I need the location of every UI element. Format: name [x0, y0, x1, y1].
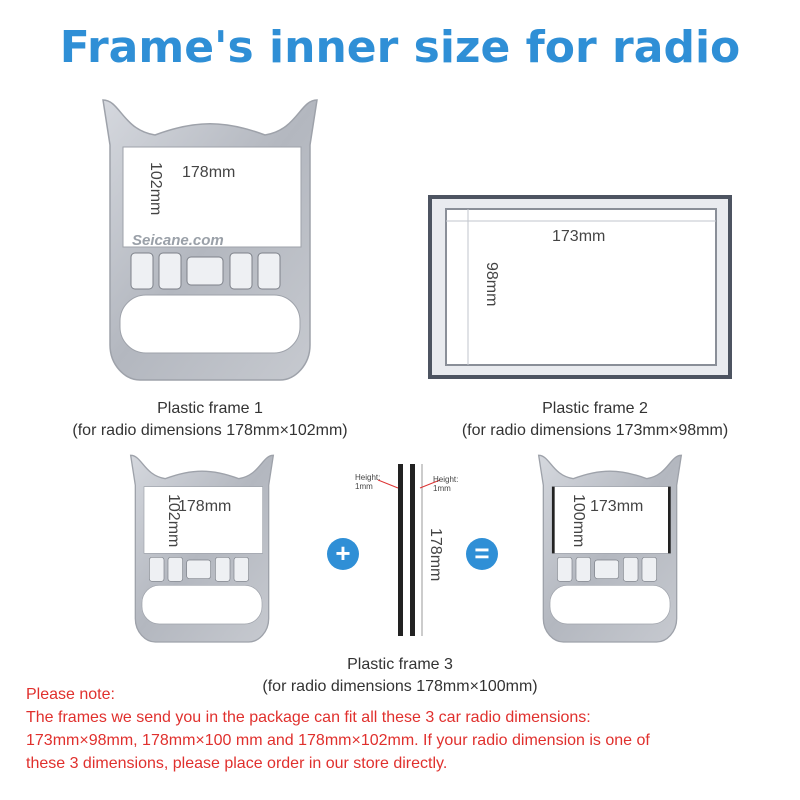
page-title: Frame's inner size for radio — [59, 22, 741, 73]
frame3-base-width-label: 178mm — [178, 498, 232, 515]
strip-left-height-label: Height: 1mm — [355, 473, 380, 491]
strip-left-height-value: 1mm — [355, 482, 373, 491]
frame2-caption: Plastic frame 2 (for radio dimensions 17… — [420, 398, 770, 442]
strip-right-height-text: Height: — [433, 475, 459, 484]
frame3-caption-title: Plastic frame 3 — [347, 656, 453, 673]
frame2-caption-dimensions: (for radio dimensions 173mm×98mm) — [461, 422, 729, 439]
frame2-height-label: 98mm — [483, 262, 500, 307]
frame3-caption: Plastic frame 3 (for radio dimensions 17… — [220, 654, 580, 698]
strip-right-height-value: 1mm — [433, 484, 451, 493]
plastic-frame-1-image — [102, 99, 318, 381]
note-line-3: these 3 dimensions, please place order i… — [26, 755, 448, 772]
strip-right-height-label: Height: 1mm — [433, 475, 458, 493]
frame1-caption-dimensions: (for radio dimensions 178mm×102mm) — [72, 422, 348, 439]
note-heading: Please note: — [26, 686, 115, 703]
frame3-result-width-label: 173mm — [590, 498, 644, 515]
frame1-caption-title: Plastic frame 1 — [157, 400, 263, 417]
please-note: Please note: The frames we send you in t… — [26, 683, 650, 775]
frame2-caption-title: Plastic frame 2 — [542, 400, 648, 417]
note-line-2: 173mm×98mm, 178mm×100 mm and 178mm×102mm… — [26, 732, 650, 749]
frame1-watermark: Seicane.com — [132, 232, 224, 249]
frame3-base-height-label: 102mm — [165, 494, 182, 548]
frame2-width-label: 173mm — [552, 228, 606, 245]
frame1-width-label: 178mm — [182, 164, 236, 181]
plastic-frame-3-result-image — [537, 454, 683, 643]
plastic-frame-2-image — [428, 195, 732, 379]
strip-arrows — [377, 479, 441, 489]
strip-length-label: 178mm — [427, 528, 444, 582]
frame1-caption: Plastic frame 1 (for radio dimensions 17… — [30, 398, 390, 442]
note-line-1: The frames we send you in the package ca… — [26, 709, 591, 726]
plus-icon: + — [327, 538, 359, 570]
frame3-result-height-label: 100mm — [570, 494, 587, 548]
plastic-frame-3-base-image — [129, 454, 275, 643]
equals-icon: = — [466, 538, 498, 570]
frame1-height-label: 102mm — [147, 162, 164, 216]
frame3-caption-dimensions: (for radio dimensions 178mm×100mm) — [262, 678, 538, 695]
strip-left-height-text: Height: — [355, 473, 381, 482]
strip-pieces-image — [398, 464, 423, 636]
